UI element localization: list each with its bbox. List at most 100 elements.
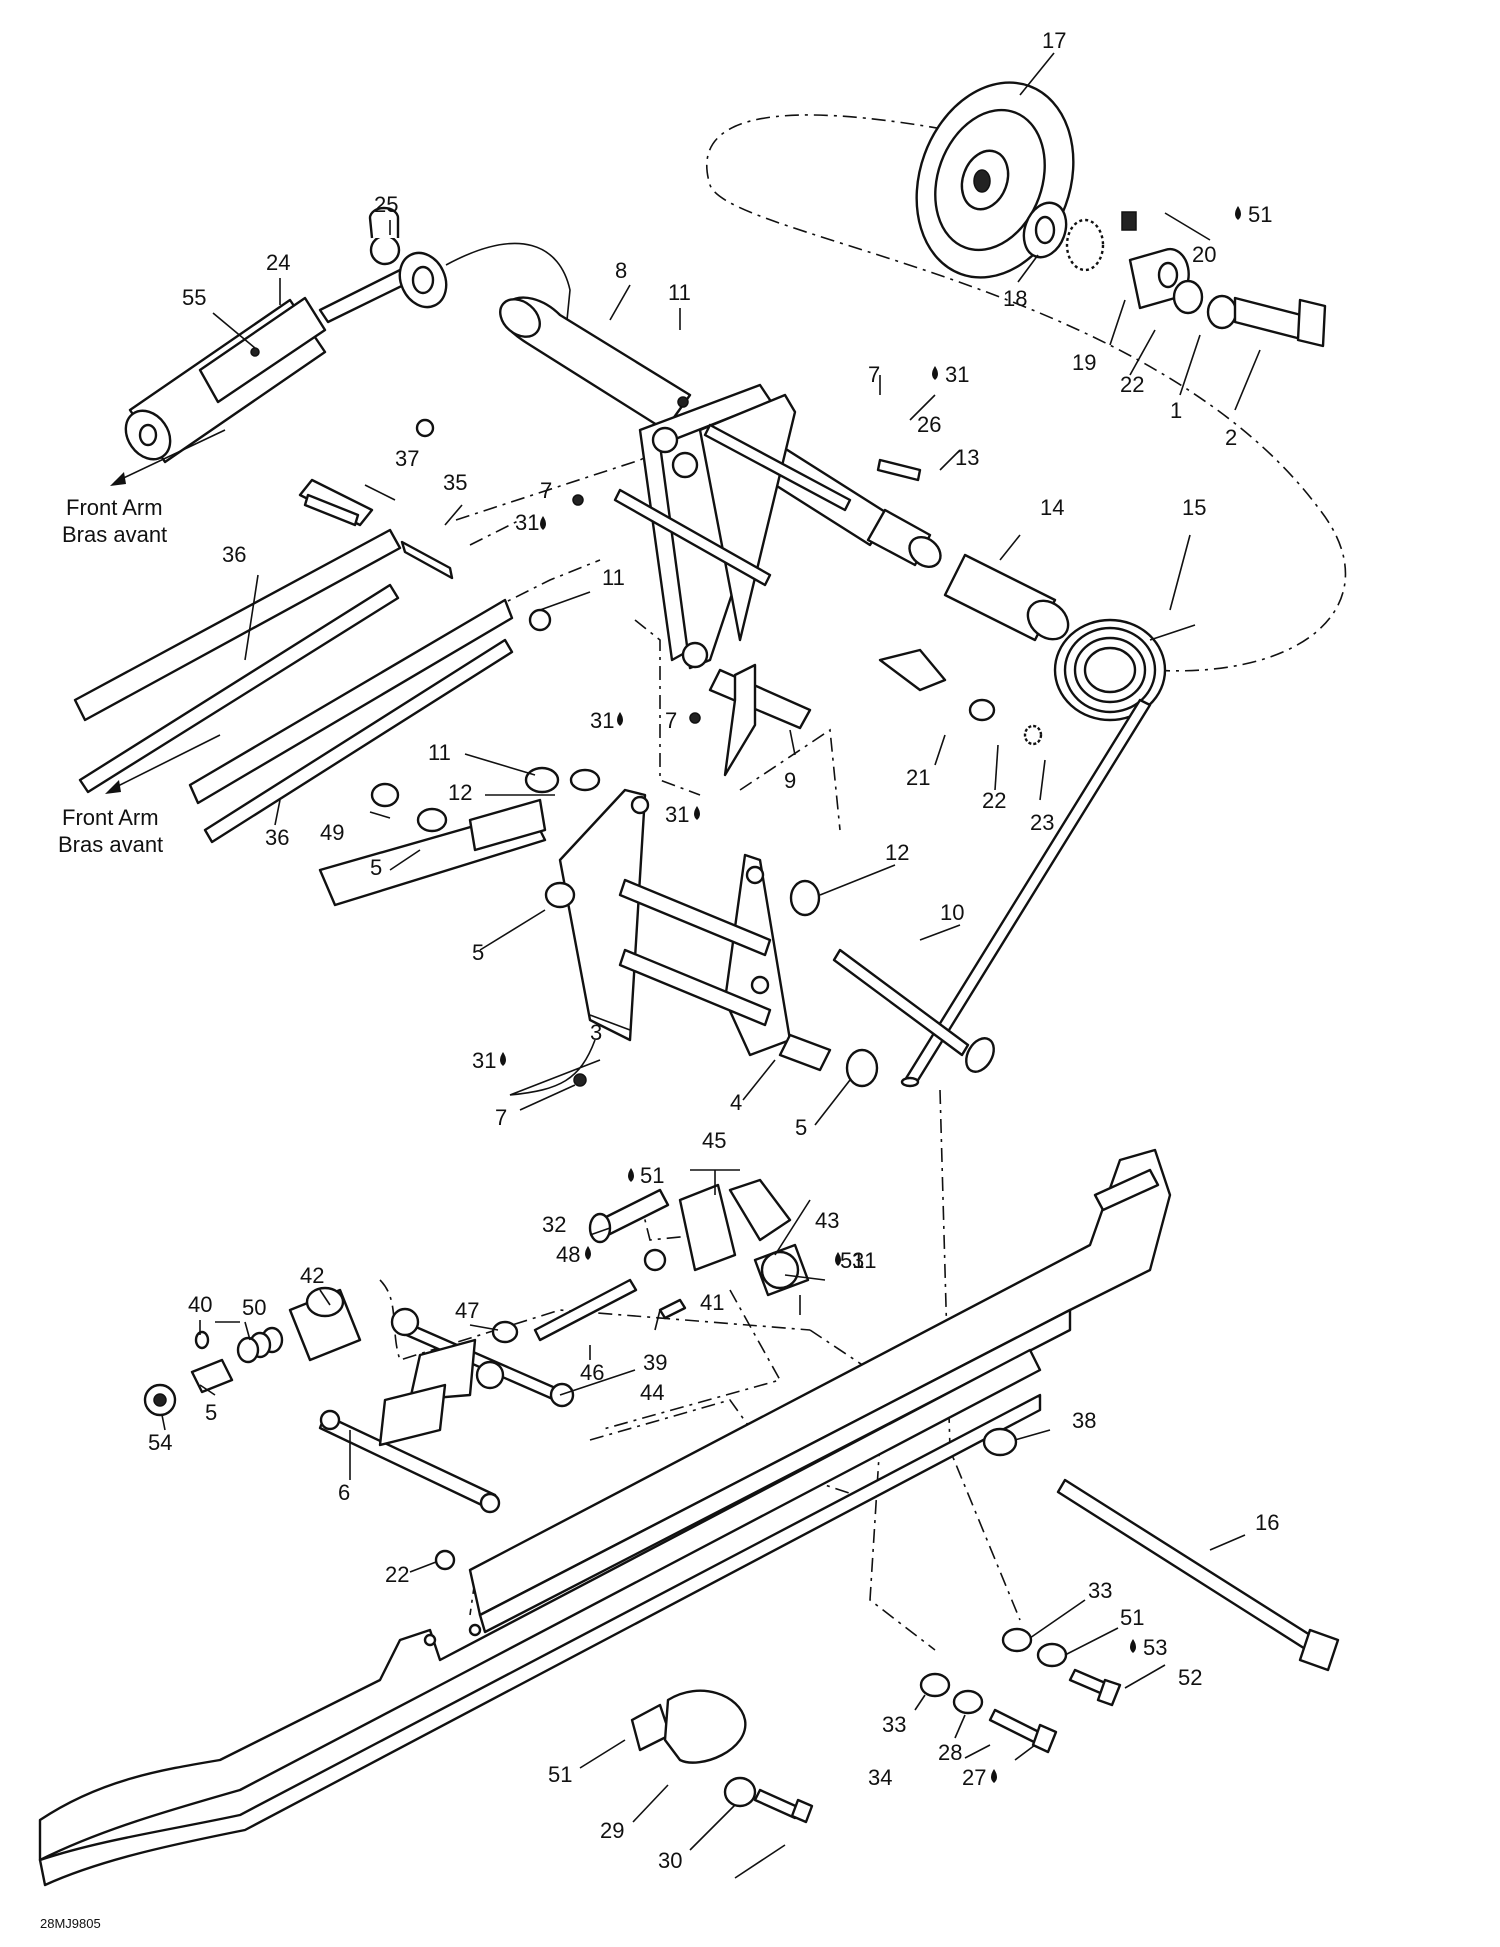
caption-front-arm-fr: Bras avant (58, 832, 163, 857)
callout: 51 (840, 1248, 864, 1273)
callout: 30 (658, 1848, 682, 1873)
callout: 11 (668, 280, 691, 305)
caption-front-arm-en: Front Arm (66, 495, 163, 520)
idler-wheel-assembly (915, 81, 1327, 348)
front-arm-arrows (105, 429, 226, 794)
callout: 27 (962, 1765, 986, 1790)
callout: 5 (795, 1115, 807, 1140)
callout: 32 (542, 1212, 566, 1237)
callout: 23 (1030, 810, 1054, 835)
callout: 36 (222, 542, 246, 567)
callout: 55 (182, 285, 206, 310)
assembly-lines (379, 114, 1347, 1651)
callout: 51 (1248, 202, 1272, 227)
callout: 51 (640, 1163, 664, 1188)
front-arm-links (73, 418, 552, 844)
caption-front-arm-fr: Bras avant (62, 522, 167, 547)
callout: 46 (580, 1360, 604, 1385)
callouts: 17 51 20 25 24 55 8 11 18 19 22 1 2 7 31… (148, 28, 1279, 1873)
callout: 22 (385, 1562, 409, 1587)
drop-icon (628, 1168, 634, 1182)
drop-icon (932, 366, 938, 380)
callout: 50 (242, 1295, 266, 1320)
front-arm-frame (318, 788, 832, 1096)
callout: 31 (515, 510, 539, 535)
lubricant-drop-icons (500, 206, 1241, 1783)
callout: 11 (428, 740, 451, 765)
callout: 44 (640, 1380, 664, 1405)
callout: 31 (945, 362, 969, 387)
drop-icon (540, 516, 546, 530)
callout: 5 (370, 855, 382, 880)
drop-icon (1130, 1639, 1136, 1653)
shock-absorber (124, 206, 571, 464)
callout: 14 (1040, 495, 1064, 520)
callout: 5 (472, 940, 484, 965)
callout: 11 (602, 565, 625, 590)
callout: 1 (1170, 398, 1182, 423)
callout: 25 (374, 192, 398, 217)
callout: 33 (1088, 1578, 1112, 1603)
callout: 40 (188, 1292, 212, 1317)
callout: 3 (590, 1020, 602, 1045)
callout: 52 (1178, 1665, 1202, 1690)
callout: 53 (1143, 1635, 1167, 1660)
callout: 38 (1072, 1408, 1096, 1433)
caption-front-arm-en: Front Arm (62, 805, 159, 830)
callout: 22 (1120, 372, 1144, 397)
lower-rail (38, 1348, 1042, 1887)
callout: 8 (615, 258, 627, 283)
callout: 39 (643, 1350, 667, 1375)
leader-lines (161, 52, 1261, 1879)
callout: 16 (1255, 1510, 1279, 1535)
callout: 48 (556, 1242, 580, 1267)
callout: 7 (540, 478, 552, 503)
callout: 24 (266, 250, 290, 275)
drop-icon (585, 1246, 591, 1260)
callout: 33 (882, 1712, 906, 1737)
callout: 26 (917, 412, 941, 437)
callout: 7 (665, 708, 677, 733)
callout: 31 (665, 802, 689, 827)
drop-icon (617, 712, 623, 726)
callout: 10 (940, 900, 964, 925)
callout: 12 (448, 780, 472, 805)
callout: 28 (938, 1740, 962, 1765)
callout: 31 (852, 1248, 876, 1273)
rear-arm (318, 1307, 575, 1514)
callout: 42 (300, 1263, 324, 1288)
drop-icon (694, 806, 700, 820)
callout: 9 (784, 768, 796, 793)
callout: 17 (1042, 28, 1066, 53)
callout: 12 (885, 840, 909, 865)
callout: 7 (495, 1105, 507, 1130)
callout: 49 (320, 820, 344, 845)
hardware (303, 396, 1043, 1088)
drawing-reference-code: 28MJ9805 (40, 1916, 101, 1931)
callout: 51 (1120, 1605, 1144, 1630)
callout: 51 (548, 1762, 572, 1787)
callout: 22 (982, 788, 1006, 813)
callout: 21 (906, 765, 930, 790)
drop-icon (835, 1252, 841, 1266)
callout: 13 (955, 445, 979, 470)
drop-icon (500, 1052, 506, 1066)
drop-icon (991, 1769, 997, 1783)
callout: 45 (702, 1128, 726, 1153)
callout: 18 (1003, 286, 1027, 311)
callout: 37 (395, 446, 419, 471)
callout: 29 (600, 1818, 624, 1843)
bottom-hardware (434, 1427, 1340, 1824)
callout: 15 (1182, 495, 1206, 520)
callout: 35 (443, 470, 467, 495)
callout: 20 (1192, 242, 1216, 267)
callout: 47 (455, 1298, 479, 1323)
callout: 19 (1072, 350, 1096, 375)
callout: 31 (590, 708, 614, 733)
callout: 4 (730, 1090, 742, 1115)
drop-icon (1235, 206, 1241, 220)
upper-rail (468, 1148, 1172, 1634)
callout: 43 (815, 1208, 839, 1233)
callout: 31 (472, 1048, 496, 1073)
front-arm-captions: Front Arm Bras avant Front Arm Bras avan… (58, 495, 167, 857)
